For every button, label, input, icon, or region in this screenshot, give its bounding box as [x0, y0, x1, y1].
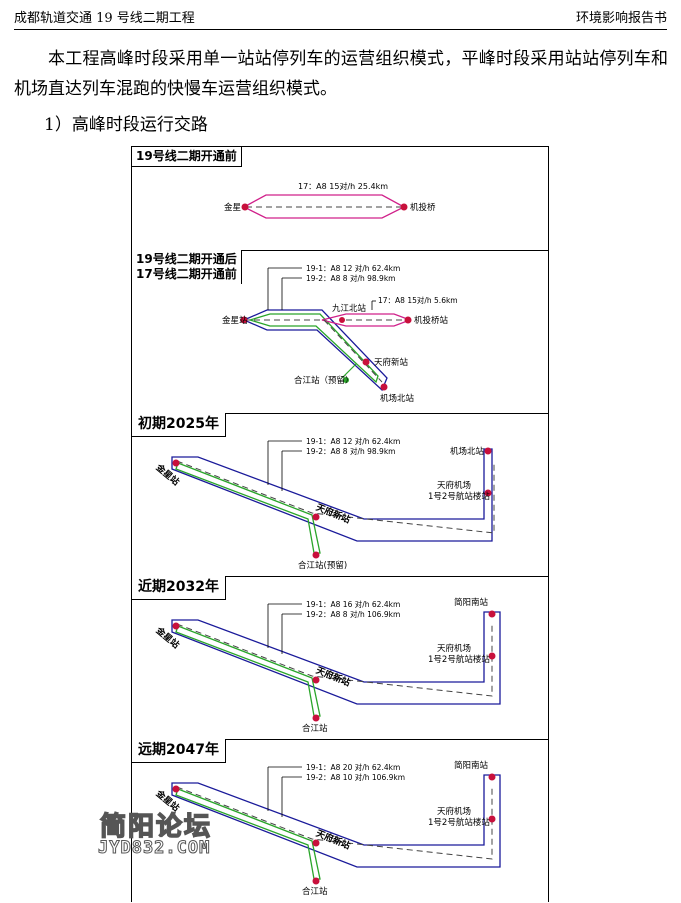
panel5-route1: 19-1：A8 20 对/h 62.4km: [306, 763, 401, 772]
panel2-title-line2: 17号线二期开通前: [136, 267, 237, 281]
panel2-station-airport: 机场北站: [380, 394, 415, 404]
panel2-diagram: [240, 267, 412, 392]
panel4-airport-line1: 天府机场: [437, 644, 472, 654]
panel1-station-east: 机投桥: [410, 203, 436, 213]
panel2-station-west: 金星站: [222, 316, 248, 326]
panel5-diagram: [171, 766, 501, 885]
panel3-airport-line1: 天府机场: [437, 481, 472, 491]
panel2-station-east: 机投桥站: [414, 316, 449, 326]
panel4-airport-line2: 1号2号航站楼站: [428, 655, 490, 665]
panel2-title-line1: 19号线二期开通后: [136, 252, 237, 266]
panel3-station-airport-north: 机场北站: [450, 447, 485, 457]
forum-watermark-logo: 简阳论坛: [99, 811, 213, 843]
panel2-title: 19号线二期开通后 17号线二期开通前: [132, 250, 242, 284]
panel-near-2032: 近期2032年 19-1：A8 16 对/h 62.4km 19-2：A8 8 …: [132, 576, 548, 740]
panel4-station-hejiang: 合江站: [302, 724, 328, 734]
panel2-route2: 19-2：A8 8 对/h 98.9km: [306, 274, 396, 283]
panel5-station-south: 简阳南站: [454, 761, 489, 771]
panel1-diagram: [241, 194, 408, 219]
header-doc-type: 环境影响报告书: [575, 11, 667, 26]
panel2-route1: 19-1：A8 12 对/h 62.4km: [306, 264, 401, 273]
panel4-route1: 19-1：A8 16 对/h 62.4km: [306, 600, 401, 609]
panel2-station-hejiang: 合江站（预留）: [294, 376, 354, 386]
panel4-diagram: [171, 603, 501, 722]
panel1-route-label: 17：A8 15对/h 25.4km: [298, 182, 389, 191]
panel-initial-2025: 初期2025年 19-1：A8 12 对/h 62.4km 19-2：A8 8 …: [132, 413, 548, 577]
panel2-station-mid: 九江北站: [332, 304, 367, 314]
panel-before-phase2: 19号线二期开通前 17：A8 15对/h 25.4km 金星 机投桥: [132, 147, 548, 251]
panel-after-phase2: 19号线二期开通后 17号线二期开通前 19-1：A8 12 对/h 62.4k…: [132, 250, 548, 414]
section-subheading: 1）高峰时段运行交路: [44, 115, 208, 135]
page-header: 成都轨道交通 19 号线二期工程 环境影响报告书: [14, 6, 667, 30]
panel3-airport-line2: 1号2号航站楼站: [428, 492, 490, 502]
panel-far-2047: 远期2047年 19-1：A8 20 对/h 62.4km 19-2：A8 10…: [132, 739, 548, 903]
panel1-title: 19号线二期开通前: [132, 147, 242, 167]
panel4-route2: 19-2：A8 8 对/h 106.9km: [306, 610, 401, 619]
routing-figure: 19号线二期开通前 17：A8 15对/h 25.4km 金星 机投桥: [131, 146, 549, 902]
panel3-title: 初期2025年: [132, 413, 226, 437]
panel3-route2: 19-2：A8 8 对/h 98.9km: [306, 447, 396, 456]
panel5-route2: 19-2：A8 10 对/h 106.9km: [306, 773, 406, 782]
panel5-airport-line2: 1号2号航站楼站: [428, 818, 490, 828]
panel5-airport-line1: 天府机场: [437, 807, 472, 817]
panel5-title: 远期2047年: [132, 739, 226, 763]
panel2-route17: 17：A8 15对/h 5.6km: [378, 296, 458, 305]
forum-watermark-url: JYD832.COM: [97, 838, 211, 859]
panel1-station-west: 金星: [224, 203, 242, 213]
panel3-route1: 19-1：A8 12 对/h 62.4km: [306, 437, 401, 446]
body-paragraph: 本工程高峰时段采用单一站站停列车的运营组织模式，平峰时段采用站站停列车和机场直达…: [14, 49, 668, 99]
panel5-station-hejiang: 合江站: [302, 887, 328, 897]
panel4-station-south: 简阳南站: [454, 598, 489, 608]
panel3-station-hejiang: 合江站(预留): [298, 561, 348, 571]
panel3-diagram: [171, 440, 495, 559]
panel2-station-tianfu: 天府新站: [374, 358, 409, 368]
header-project-title: 成都轨道交通 19 号线二期工程: [14, 11, 195, 26]
panel4-title: 近期2032年: [132, 576, 226, 600]
